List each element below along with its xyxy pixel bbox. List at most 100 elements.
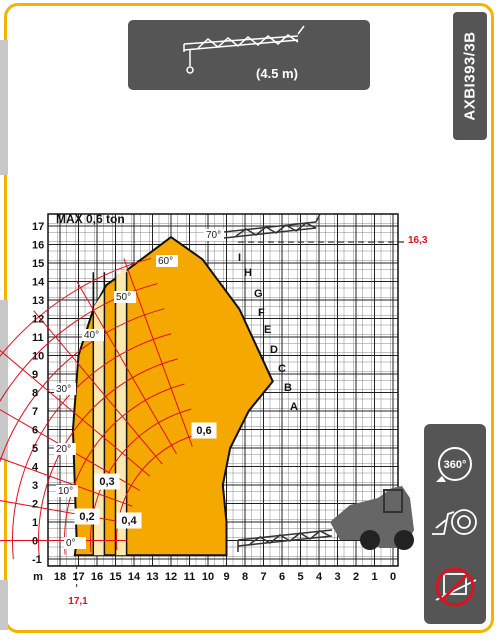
y-tick-label: 9: [32, 369, 38, 381]
attachment-panel: (4.5 m): [128, 20, 370, 90]
feature-panel: 360°: [424, 424, 486, 624]
extension-letter: H: [244, 267, 252, 279]
load-zone-0,4: [115, 268, 127, 556]
extension-letter: B: [284, 382, 292, 394]
zone-label-bg: [116, 512, 142, 529]
zone-label-bg: [74, 508, 100, 525]
x-tick-label: 5: [297, 571, 303, 583]
attachment-length: (4.5 m): [256, 66, 298, 81]
y-tick-label: 11: [32, 332, 44, 344]
zone-value-label: 0,3: [99, 476, 114, 488]
y-tick-label: 15: [32, 258, 44, 270]
angle-label-bg: [114, 291, 136, 303]
jib-attachment-icon: [183, 25, 305, 74]
x-tick-label: 0: [390, 571, 396, 583]
angle-label-bg: [82, 329, 104, 341]
y-tick-label: 1: [32, 517, 38, 529]
x-tick-label: 16: [91, 571, 103, 583]
angle-label-bg: [56, 485, 78, 497]
y-tick-label: 2: [32, 499, 38, 511]
extension-arc: [0, 308, 165, 463]
x-tick-label: 12: [165, 571, 177, 583]
angle-label-bg: [204, 229, 226, 241]
chart-title: MAX 0,6 ton: [56, 212, 125, 226]
radial-line: [33, 310, 163, 465]
x-tick-label: 4: [316, 571, 323, 583]
x-tick-label: 8: [242, 571, 248, 583]
x-tick-label: 15: [109, 571, 121, 583]
boom-raised-icon: [223, 213, 321, 239]
angle-label: 10°: [58, 486, 73, 497]
angle-label-bg: [54, 383, 76, 395]
angle-label: 40°: [84, 330, 99, 341]
zone-value-label: 0,2: [79, 511, 94, 523]
y-tick-label: 7: [32, 406, 38, 418]
side-tab: [0, 580, 8, 630]
rotation-label: 360°: [444, 459, 467, 471]
angle-label: 60°: [158, 256, 173, 267]
extension-arc: [0, 257, 152, 358]
extension-letter: C: [278, 363, 286, 375]
extension-letter: F: [258, 307, 265, 319]
telehandler-icon: [330, 486, 414, 550]
max-reach-value: 17,1: [68, 596, 88, 607]
no-operator-platform-icon: [430, 562, 480, 614]
extension-arc: [12, 333, 172, 560]
max-height-value: 16,3: [408, 235, 428, 246]
zone-value-label: 0,6: [196, 425, 211, 437]
x-tick-label: 10: [202, 571, 214, 583]
y-tick-label: 12: [32, 314, 44, 326]
x-tick-label: 1: [371, 571, 377, 583]
angle-label: 30°: [56, 384, 71, 395]
x-tick-label: 11: [184, 571, 196, 583]
x-tick-label: 7: [260, 571, 266, 583]
y-tick-label: 8: [32, 388, 38, 400]
angle-label: 20°: [56, 444, 71, 455]
x-axis-unit: m: [33, 571, 43, 583]
extension-arc: [38, 358, 178, 557]
y-tick-label: 0: [32, 536, 38, 548]
x-tick-label: 3: [334, 571, 340, 583]
extension-arc: [0, 283, 158, 403]
x-tick-label: 18: [54, 571, 66, 583]
side-tab: [0, 40, 8, 175]
zone-label-bg: [191, 422, 217, 439]
radial-line: [123, 258, 193, 447]
x-tick-label: 17: [72, 571, 84, 583]
angle-label-bg: [64, 537, 86, 549]
angle-label: 0°: [66, 538, 76, 549]
stabilizers-wheels-icon: [432, 509, 477, 535]
angle-label-bg: [156, 255, 178, 267]
x-tick-label: 6: [279, 571, 285, 583]
x-tick-label: 13: [146, 571, 158, 583]
angle-label-bg: [54, 443, 76, 455]
model-tag: AXBI393/3B: [453, 12, 487, 140]
extension-arc: [116, 433, 199, 551]
extension-letter: E: [264, 324, 271, 336]
angle-label: 50°: [116, 292, 131, 303]
radial-line: [0, 349, 151, 477]
y-tick-label: 13: [32, 295, 44, 307]
y-tick-label: 6: [32, 425, 38, 437]
extension-letter: I: [238, 252, 241, 264]
extension-arc: [90, 408, 192, 553]
y-tick-label: -1: [32, 554, 42, 566]
x-tick-label: 9: [223, 571, 229, 583]
y-tick-label: 4: [32, 462, 39, 474]
360-rotation-icon: 360°: [436, 447, 472, 482]
y-tick-label: 14: [32, 277, 45, 289]
zone-label-bg: [94, 473, 120, 490]
y-tick-label: 5: [32, 443, 38, 455]
zone-value-label: 0,4: [121, 515, 137, 527]
y-tick-label: 10: [32, 351, 44, 363]
radial-line: [0, 457, 133, 507]
y-tick-label: 3: [32, 480, 38, 492]
radial-line: [76, 280, 177, 455]
extension-letter: A: [290, 401, 298, 413]
extension-letter: G: [254, 288, 263, 300]
y-tick-label: 16: [32, 240, 44, 252]
x-tick-label: 14: [128, 571, 141, 583]
angle-label: 70°: [206, 230, 221, 241]
extension-arc: [64, 383, 185, 555]
